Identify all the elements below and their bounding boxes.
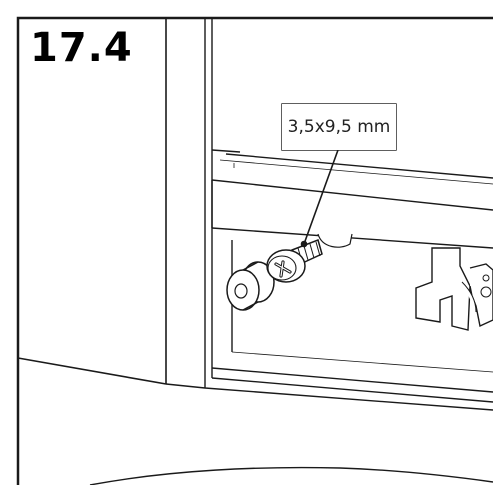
screw-spec-label: 3,5x9,5 mm bbox=[282, 104, 396, 150]
hole-boss bbox=[317, 233, 353, 248]
mounting-bracket bbox=[415, 247, 493, 331]
base-curve bbox=[89, 466, 493, 486]
top-rail bbox=[211, 149, 493, 249]
screw-cover-cap-icon bbox=[226, 261, 275, 311]
side-panel bbox=[17, 18, 167, 385]
cabinet-frame-edges bbox=[165, 18, 493, 411]
step-number: 17.4 bbox=[30, 25, 133, 71]
illustration-frame bbox=[16, 16, 493, 485]
callout-leader bbox=[300, 149, 339, 248]
phillips-screw-icon bbox=[266, 239, 323, 283]
